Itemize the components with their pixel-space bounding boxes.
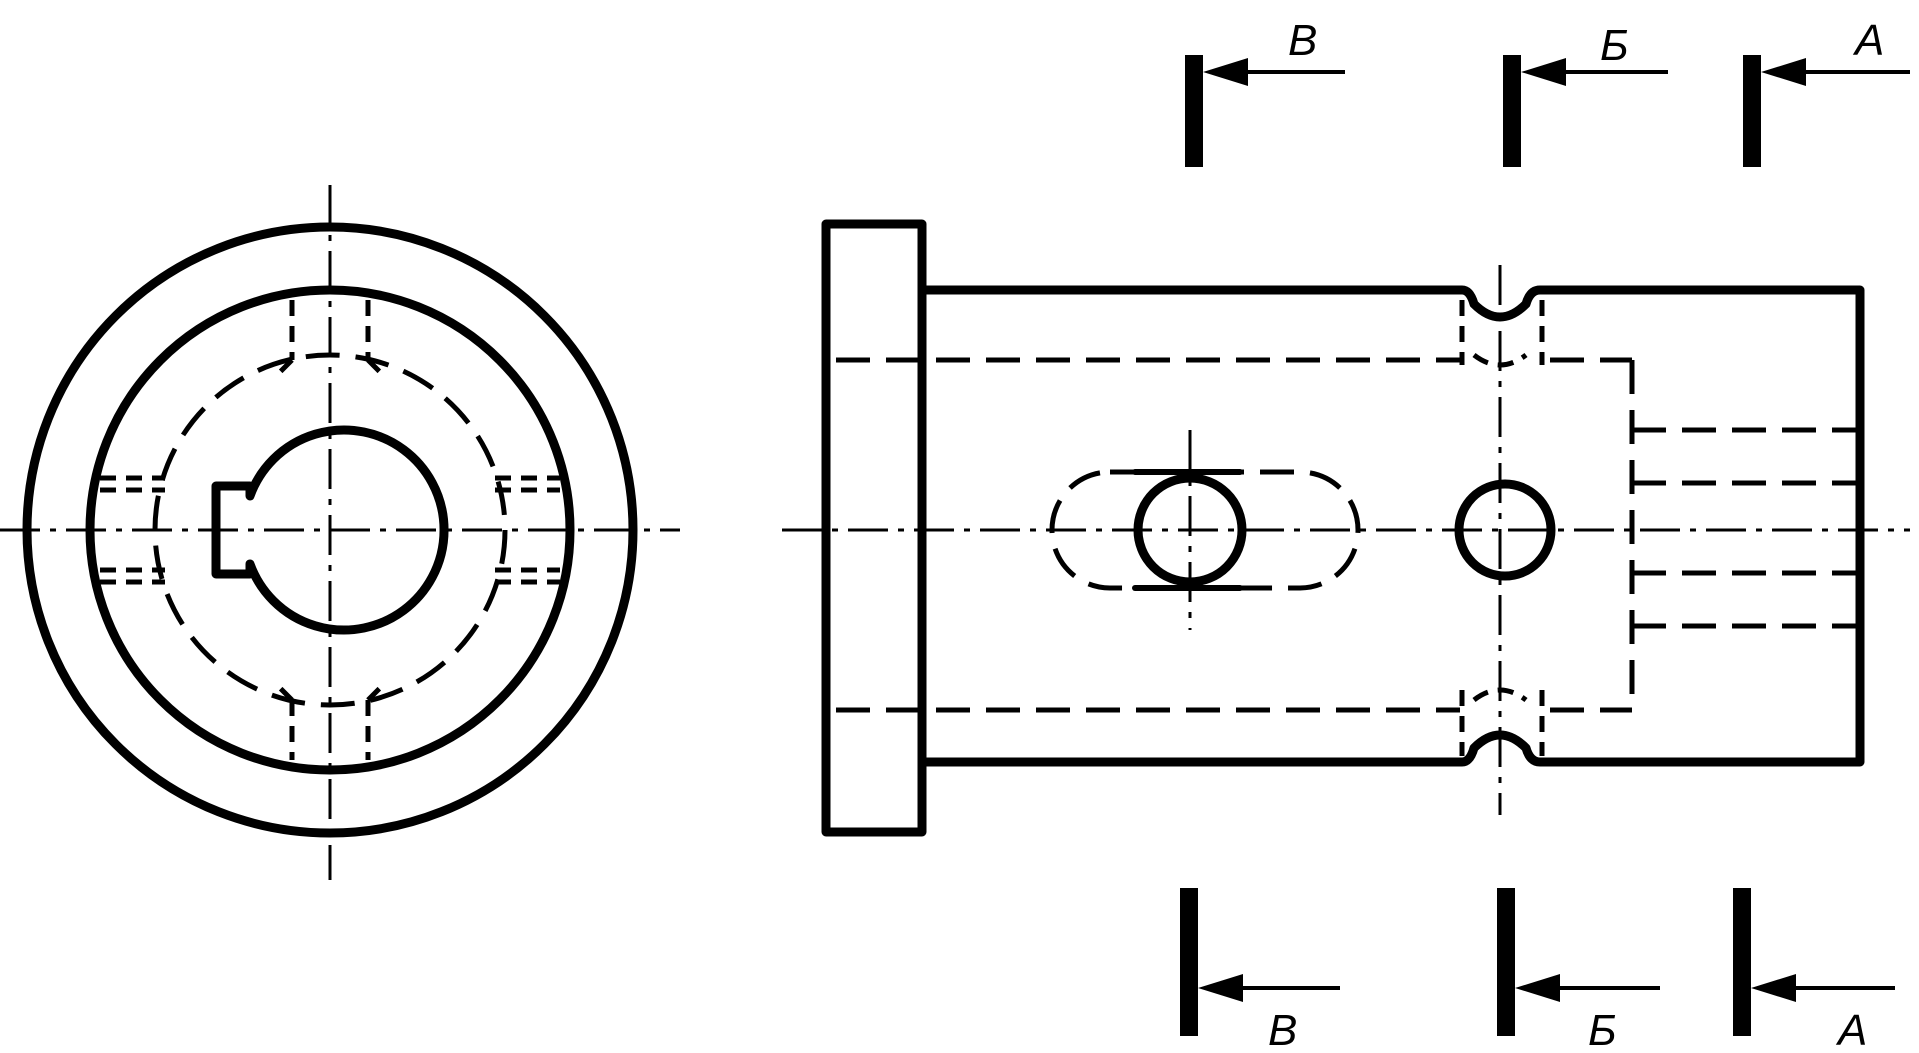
section-mark-top-v: В — [1185, 16, 1345, 167]
section-label-top-a: А — [1852, 16, 1884, 65]
section-label-bottom-a: А — [1835, 1006, 1867, 1053]
front-view — [782, 219, 1910, 837]
flange-outer-circle — [22, 222, 638, 838]
section-label-top-b: Б — [1600, 21, 1629, 70]
section-label-bottom-b: Б — [1588, 1006, 1617, 1053]
section-mark-top-a: А — [1743, 16, 1910, 167]
body-outline — [917, 285, 1865, 767]
section-mark-bottom-b: Б — [1497, 888, 1660, 1053]
slot-hole — [1132, 430, 1247, 630]
section-mark-bottom-v: В — [1180, 888, 1340, 1053]
section-mark-top-b: Б — [1503, 21, 1668, 167]
hidden-bore — [836, 357, 1635, 713]
radial-hole — [1454, 479, 1556, 581]
hidden-hole-right — [495, 475, 560, 585]
hidden-slot — [1049, 469, 1361, 591]
hidden-splines — [1632, 427, 1856, 629]
hidden-hole-bottom — [278, 686, 382, 760]
section-label-top-v: В — [1288, 16, 1317, 65]
flange — [821, 219, 927, 837]
hidden-groove — [1459, 300, 1545, 756]
hidden-hole-top — [278, 300, 382, 374]
keyed-bore — [211, 425, 449, 635]
hidden-bore-circle — [152, 352, 508, 708]
body-outer-circle — [85, 285, 575, 775]
hidden-hole-left — [100, 475, 165, 585]
end-view — [0, 185, 680, 880]
section-label-bottom-v: В — [1268, 1006, 1297, 1053]
section-mark-bottom-a: А — [1733, 888, 1895, 1053]
